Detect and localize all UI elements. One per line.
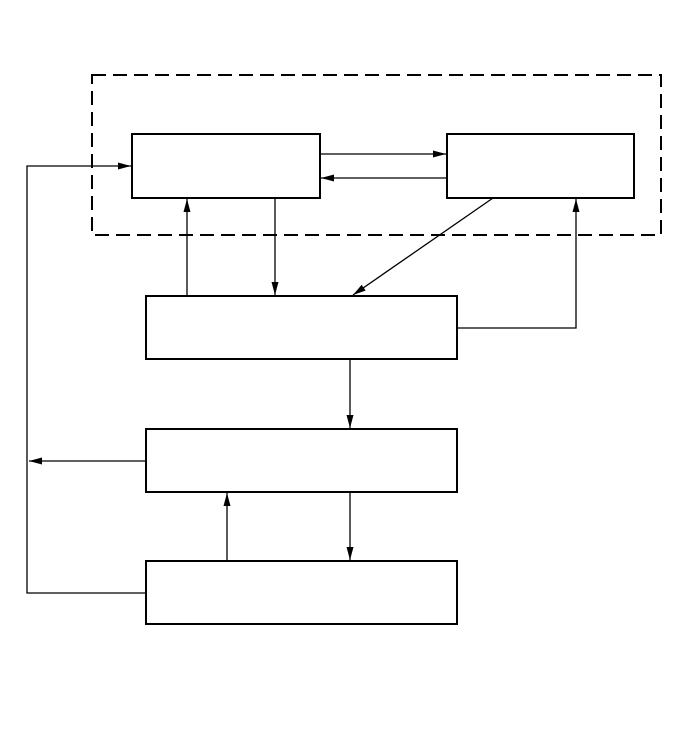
block-b (446, 133, 635, 199)
dashed-group-boundary (91, 74, 662, 236)
arrow-c-to-b (457, 199, 580, 329)
block-e (145, 560, 458, 625)
block-d-box (145, 428, 458, 493)
block-e-box (145, 560, 458, 625)
block-c-box (145, 295, 458, 360)
feedback-e-to-a (26, 162, 146, 594)
block-b-box (446, 133, 635, 199)
arrow-b-to-c (352, 197, 494, 296)
block-a (131, 133, 321, 199)
block-a-box (131, 133, 321, 199)
block-c (145, 295, 458, 360)
block-d (145, 428, 458, 493)
